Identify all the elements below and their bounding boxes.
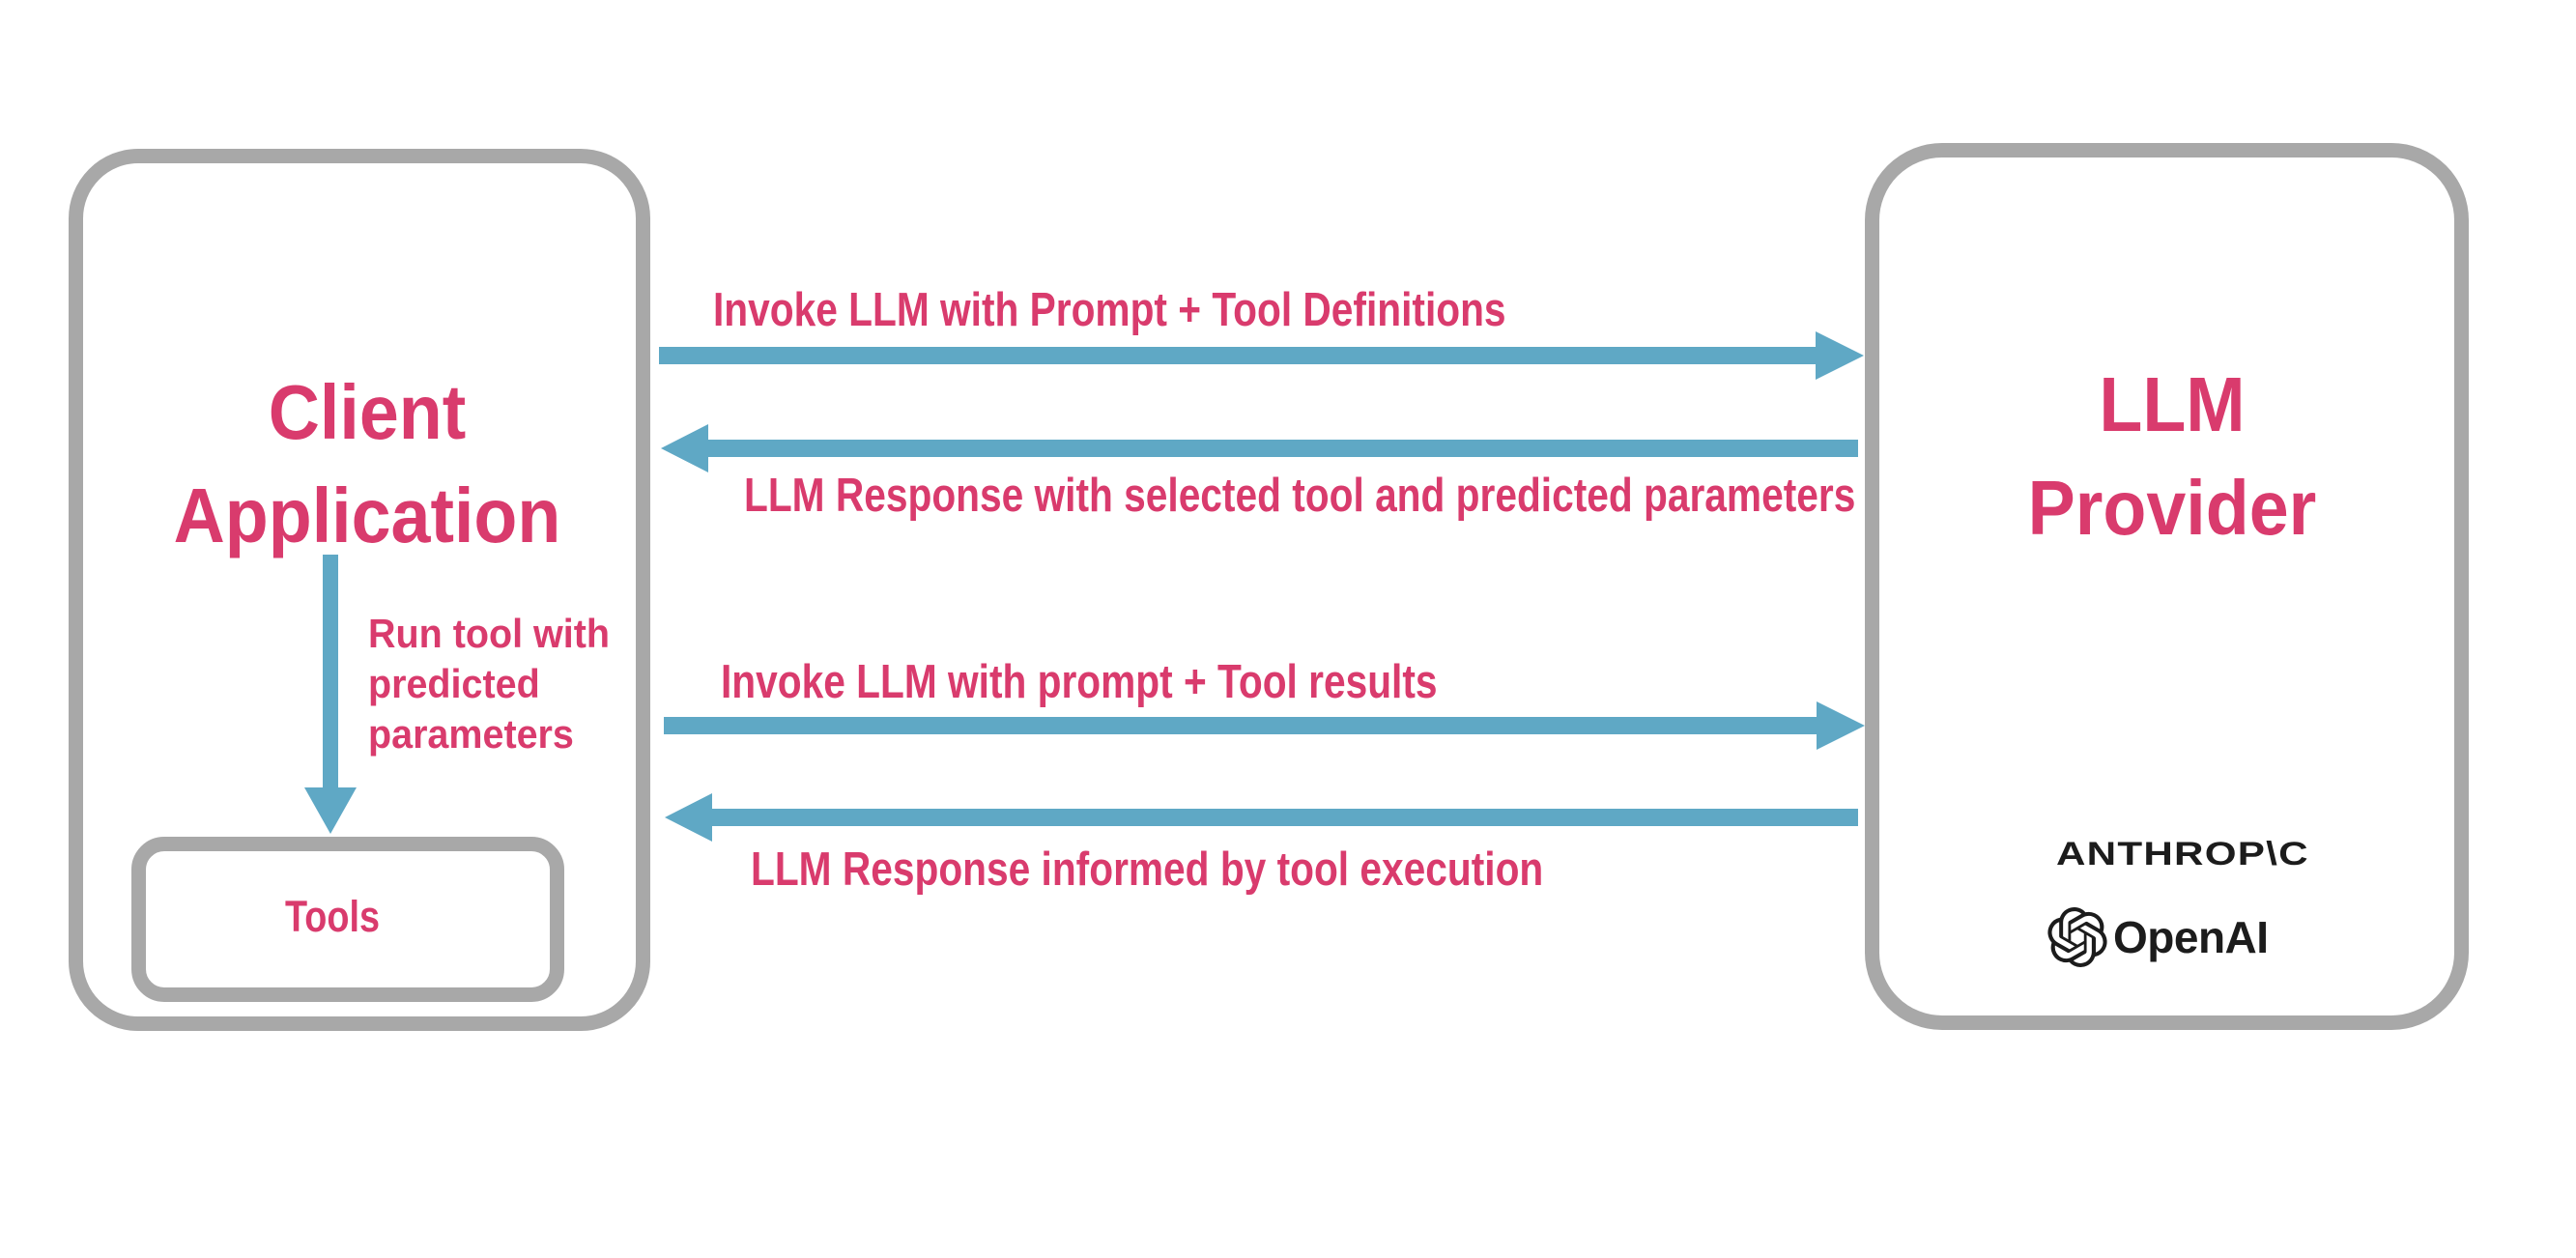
arrow-head [665, 793, 712, 842]
arrow-label-invoke-results: Invoke LLM with prompt + Tool results [721, 656, 1438, 708]
arrow-response-informed [665, 793, 1858, 842]
arrow-label-response-informed: LLM Response informed by tool execution [751, 843, 1544, 896]
tools-label: Tools [285, 892, 380, 941]
openai-wordmark: OpenAI [2113, 912, 2269, 962]
arrow-label-invoke-definitions: Invoke LLM with Prompt + Tool Definition… [713, 284, 1506, 336]
arrow-head [661, 424, 708, 472]
provider-title-line1: LLM [2099, 361, 2246, 447]
run-tool-label-line3: parameters [368, 711, 574, 757]
arrow-invoke-definitions [659, 331, 1864, 380]
arrow-response-selected-tool [661, 424, 1858, 472]
client-title-line1: Client [268, 369, 467, 455]
arrow-head [1816, 331, 1864, 380]
arrow-head [304, 787, 357, 834]
provider-title-line2: Provider [2027, 465, 2317, 551]
arrow-shaft [659, 347, 1818, 364]
arrow-label-response-selected-tool: LLM Response with selected tool and pred… [744, 470, 1856, 522]
run-tool-label-line1: Run tool with [368, 611, 610, 656]
anthropic-wordmark: ANTHROP\C [2056, 836, 2309, 872]
run-tool-label: Run tool with predicted parameters [368, 609, 610, 759]
tools-box [131, 837, 564, 1002]
arrow-shaft [712, 809, 1858, 826]
arrow-shaft [708, 440, 1858, 457]
llm-provider-box [1865, 143, 2469, 1030]
arrow-invoke-results [664, 701, 1865, 750]
run-tool-label-line2: predicted [368, 661, 540, 706]
openai-lockup: OpenAI [2047, 907, 2357, 967]
arrow-shaft [323, 555, 338, 789]
arrow-run-tool [304, 555, 357, 834]
client-application-title: Client Application [93, 360, 643, 567]
openai-logo-icon [2047, 907, 2107, 967]
arrow-shaft [664, 717, 1817, 734]
client-title-line2: Application [173, 472, 561, 558]
arrow-head [1817, 701, 1865, 750]
llm-provider-title: LLM Provider [1889, 353, 2454, 559]
